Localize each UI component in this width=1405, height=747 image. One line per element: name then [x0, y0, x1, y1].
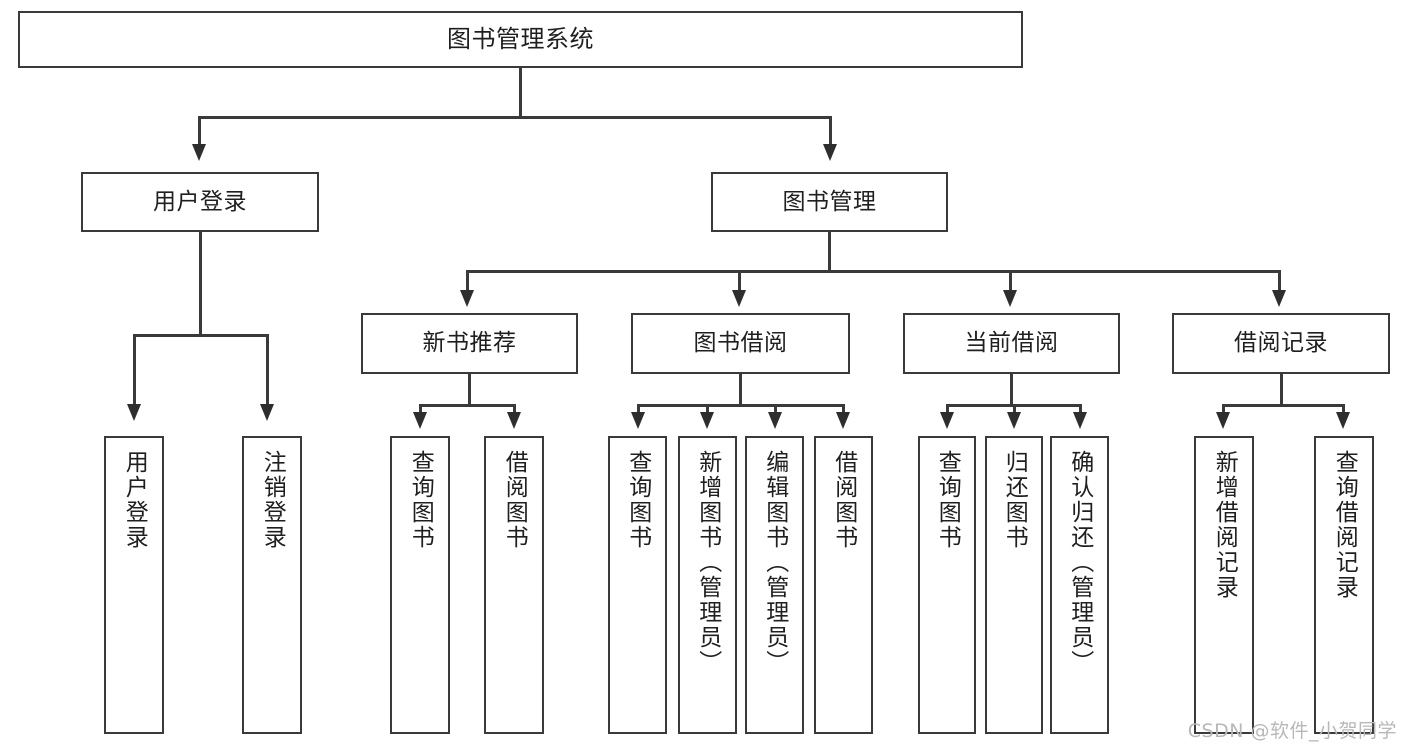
node-label: 查询借阅记录	[1331, 450, 1358, 600]
connector-root-stem	[519, 68, 522, 118]
node-label: 查询图书	[624, 450, 651, 550]
connector-borrow-drop-2	[706, 404, 709, 416]
connector-borrow-stem	[739, 374, 742, 406]
leaf-logout[interactable]: 注销登录	[242, 436, 302, 734]
node-label: 图书管理系统	[447, 24, 594, 53]
node-label: 用户登录	[121, 450, 148, 550]
connector-level3-drop-2	[738, 270, 741, 292]
node-label: 确认归还（管理员）	[1066, 450, 1093, 675]
leaf-query-borrow-record[interactable]: 查询借阅记录	[1314, 436, 1374, 734]
arrow-level3-1	[460, 290, 474, 307]
connector-user-login-drop-1	[133, 334, 136, 406]
connector-recommend-drop-1	[419, 404, 422, 416]
node-book-borrow[interactable]: 图书借阅	[631, 313, 850, 374]
node-label: 借阅记录	[1234, 330, 1328, 357]
connector-recommend-bar	[419, 404, 515, 407]
arrow-leaf-logout	[260, 404, 274, 421]
arrow-level3-3	[1003, 290, 1017, 307]
leaf-query-book-borrow[interactable]: 查询图书	[608, 436, 667, 734]
arrow-leaf-user-login	[127, 404, 141, 421]
node-current-borrow[interactable]: 当前借阅	[903, 313, 1120, 374]
connector-current-drop-3	[1079, 404, 1082, 416]
connector-user-login-stem	[199, 232, 202, 336]
leaf-edit-book-admin[interactable]: 编辑图书（管理员）	[745, 436, 804, 734]
connector-record-drop-2	[1342, 404, 1345, 416]
node-label: 新增借阅记录	[1211, 450, 1238, 600]
connector-user-login-drop-2	[266, 334, 269, 406]
node-new-book-recommend[interactable]: 新书推荐	[361, 313, 578, 374]
connector-user-login-bar	[133, 334, 268, 337]
arrow-level3-4	[1272, 290, 1286, 307]
leaf-confirm-return-admin[interactable]: 确认归还（管理员）	[1050, 436, 1109, 734]
node-label: 归还图书	[1001, 450, 1028, 550]
arrow-level2-2	[823, 144, 837, 161]
connector-book-management-stem	[828, 232, 831, 272]
node-label: 借阅图书	[501, 450, 528, 550]
connector-level3-drop-4	[1278, 270, 1281, 292]
node-label: 借阅图书	[830, 450, 857, 550]
connector-level3-drop-3	[1009, 270, 1012, 292]
node-label: 图书借阅	[693, 330, 788, 357]
arrow-leaf-add-book	[700, 412, 714, 429]
arrow-leaf-add-record	[1216, 412, 1230, 429]
connector-recommend-drop-2	[513, 404, 516, 416]
connector-borrow-drop-1	[637, 404, 640, 416]
node-book-management[interactable]: 图书管理	[711, 172, 948, 232]
connector-borrow-drop-4	[842, 404, 845, 416]
arrow-leaf-confirm-return	[1073, 412, 1087, 429]
arrow-leaf-query-book-3	[940, 412, 954, 429]
connector-level2-drop-2	[829, 116, 832, 146]
connector-current-drop-1	[946, 404, 949, 416]
connector-borrow-bar	[637, 404, 844, 407]
arrow-leaf-query-book-2	[631, 412, 645, 429]
watermark: CSDN @软件_小贺同学	[1187, 720, 1397, 742]
connector-level2-bar	[198, 116, 832, 119]
connector-borrow-drop-3	[774, 404, 777, 416]
arrow-leaf-edit-book	[768, 412, 782, 429]
connector-record-drop-1	[1222, 404, 1225, 416]
connector-record-stem	[1280, 374, 1283, 406]
leaf-add-borrow-record[interactable]: 新增借阅记录	[1194, 436, 1254, 734]
connector-level3-bar	[466, 270, 1280, 273]
connector-level2-drop-1	[198, 116, 201, 146]
arrow-level2-1	[192, 144, 206, 161]
leaf-user-login[interactable]: 用户登录	[104, 436, 164, 734]
node-label: 查询图书	[407, 450, 434, 550]
connector-recommend-stem	[468, 374, 471, 406]
node-label: 用户登录	[153, 188, 247, 215]
leaf-query-book-current[interactable]: 查询图书	[918, 436, 976, 734]
node-user-login[interactable]: 用户登录	[81, 172, 319, 232]
connector-record-bar	[1222, 404, 1344, 407]
node-label: 注销登录	[259, 450, 286, 550]
node-label: 当前借阅	[964, 330, 1059, 357]
arrow-leaf-query-book-1	[413, 412, 427, 429]
node-label: 图书管理	[782, 188, 877, 215]
node-label: 新书推荐	[422, 330, 517, 357]
arrow-leaf-return-book	[1007, 412, 1021, 429]
leaf-borrow-book-recommend[interactable]: 借阅图书	[484, 436, 544, 734]
arrow-leaf-borrow-book-1	[507, 412, 521, 429]
node-root-system[interactable]: 图书管理系统	[18, 11, 1023, 68]
leaf-return-book[interactable]: 归还图书	[985, 436, 1043, 734]
node-label: 查询图书	[934, 450, 961, 550]
node-label: 编辑图书（管理员）	[761, 450, 788, 675]
leaf-borrow-book[interactable]: 借阅图书	[814, 436, 873, 734]
arrow-leaf-query-record	[1336, 412, 1350, 429]
node-label: 新增图书（管理员）	[694, 450, 721, 675]
connector-level3-drop-1	[466, 270, 469, 292]
leaf-query-book-recommend[interactable]: 查询图书	[390, 436, 450, 734]
leaf-add-book-admin[interactable]: 新增图书（管理员）	[678, 436, 737, 734]
arrow-leaf-borrow-book-2	[836, 412, 850, 429]
arrow-level3-2	[732, 290, 746, 307]
connector-current-stem	[1010, 374, 1013, 406]
node-borrow-record[interactable]: 借阅记录	[1172, 313, 1390, 374]
connector-current-drop-2	[1013, 404, 1016, 416]
